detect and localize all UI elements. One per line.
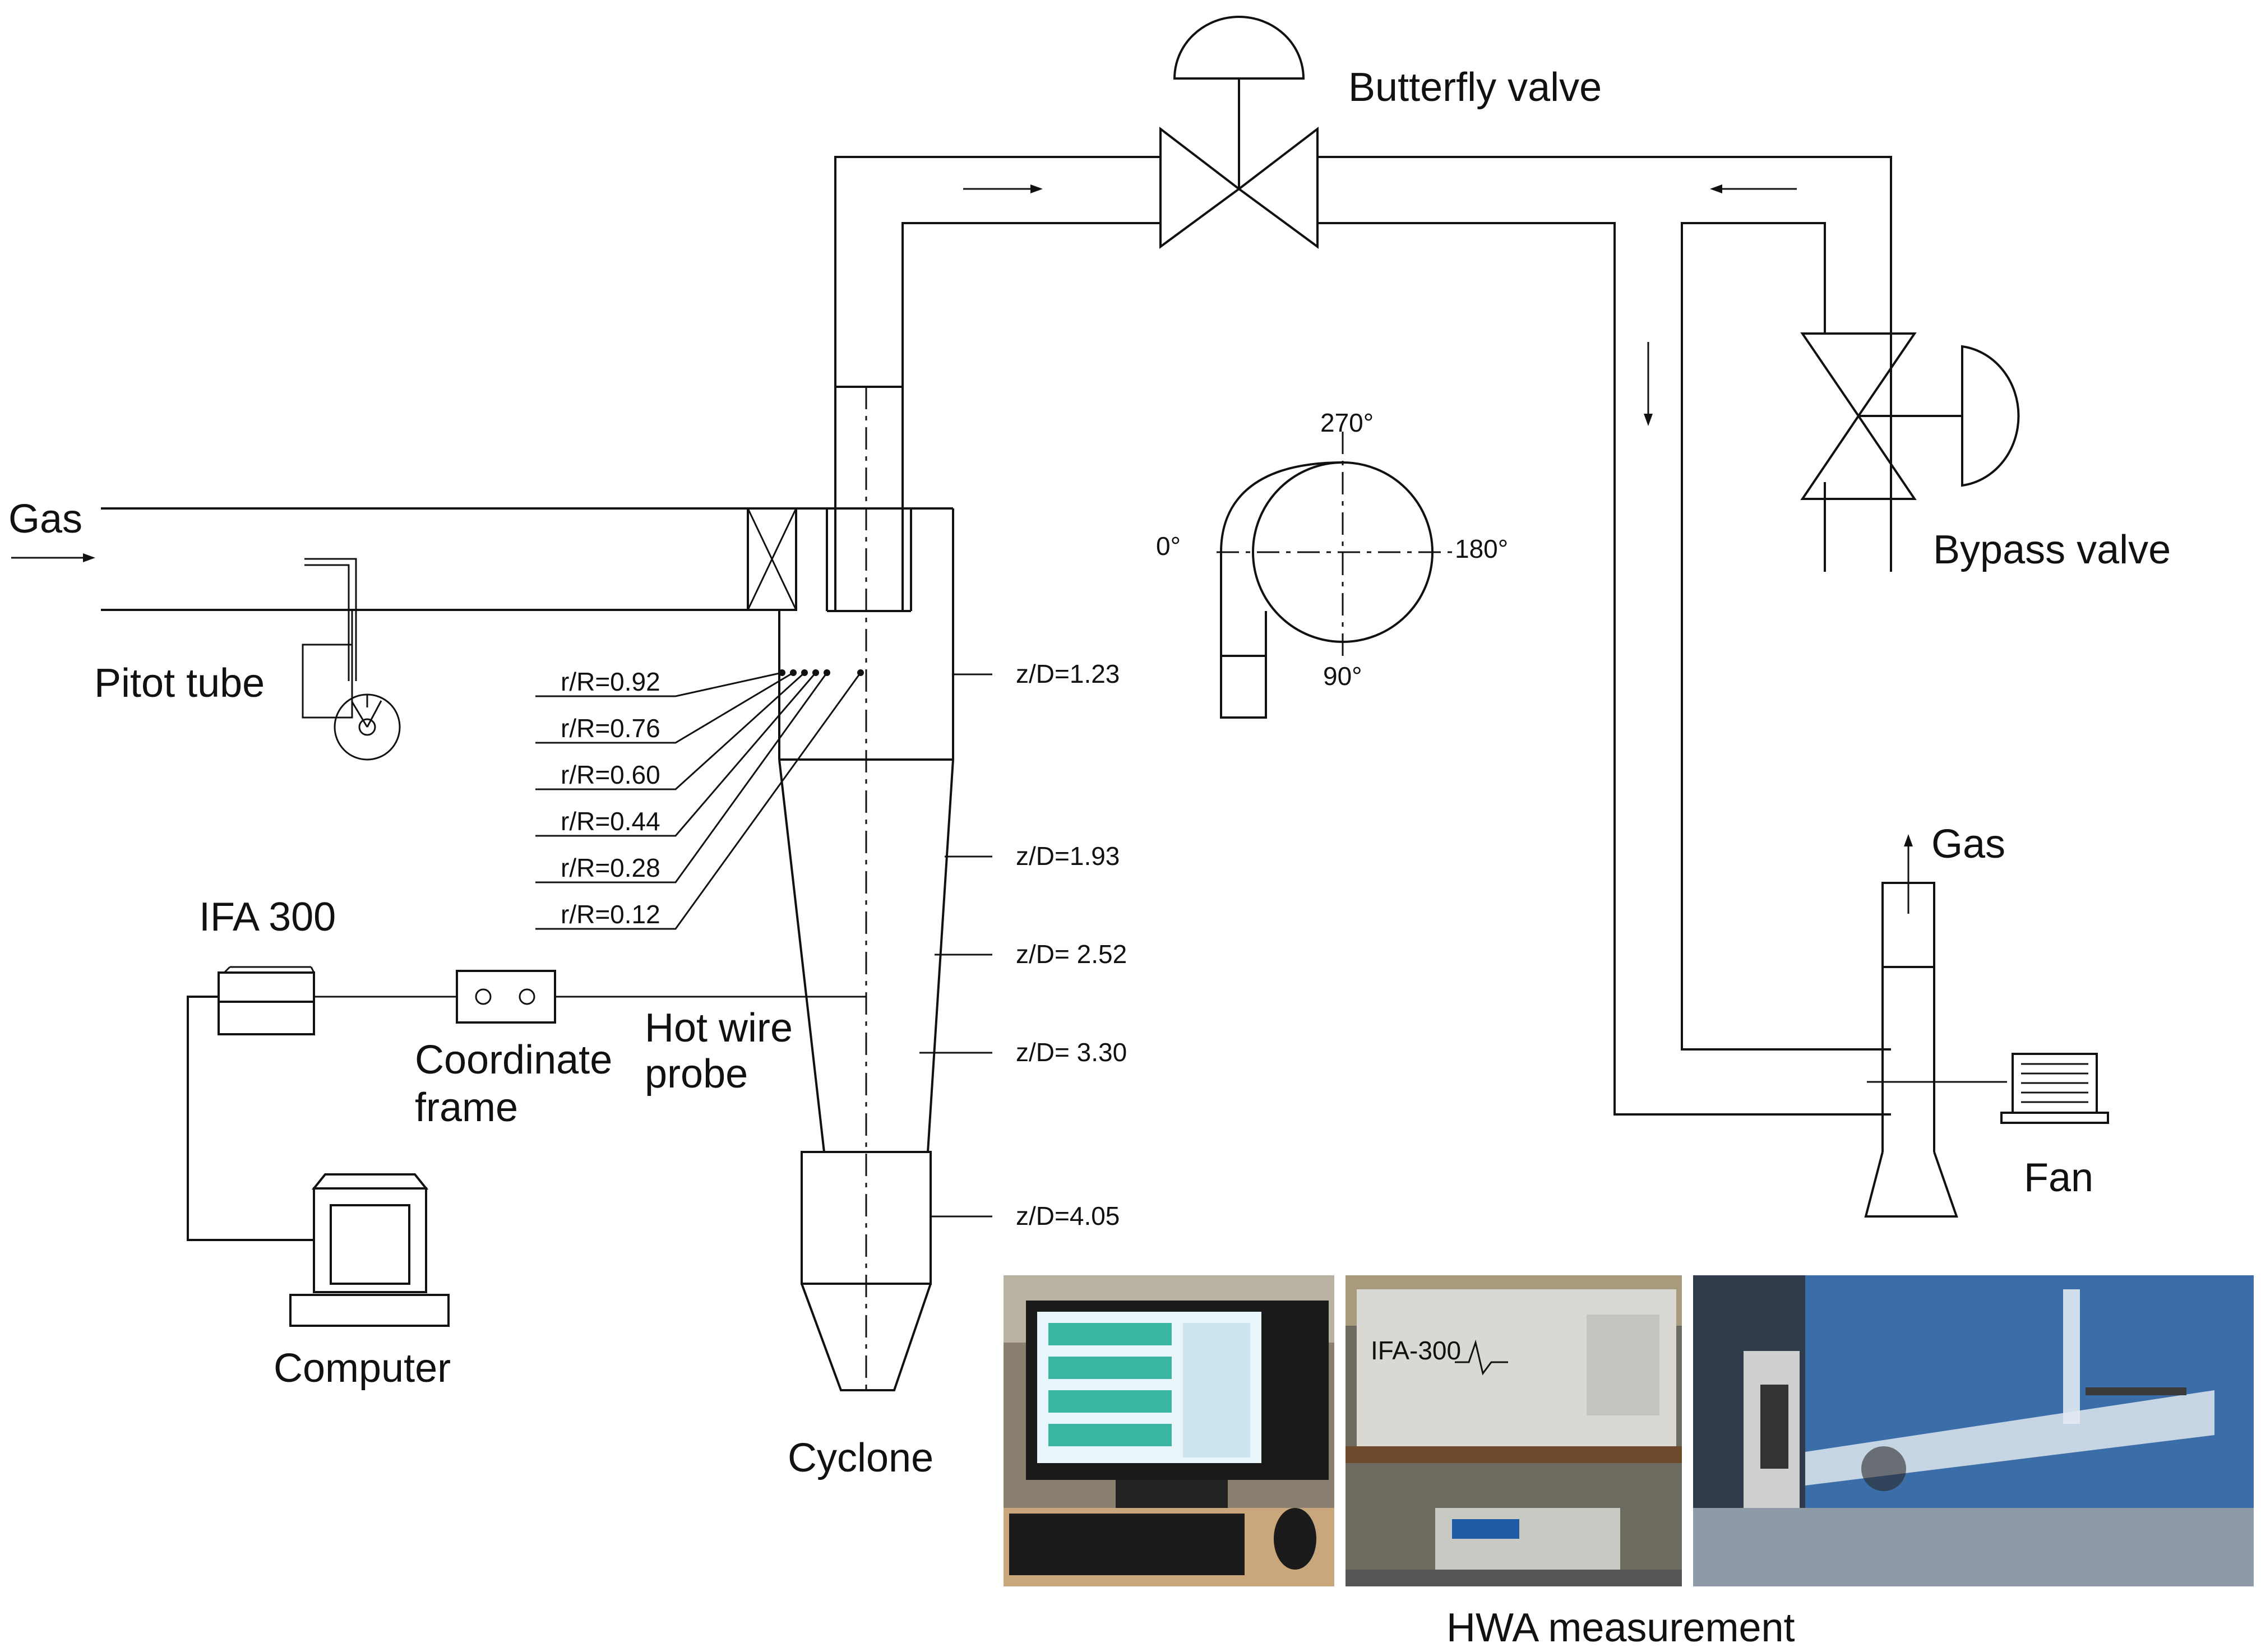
fan-label: Fan xyxy=(2024,1155,2093,1200)
inlet-pipe xyxy=(101,507,830,611)
flow-arrow-top-left xyxy=(963,184,1043,193)
computer-label: Computer xyxy=(274,1346,451,1391)
radial-label-1: r/R=0.76 xyxy=(561,714,660,743)
pitot-tube xyxy=(302,558,401,761)
axial-label-0: z/D=1.23 xyxy=(1016,659,1120,688)
pitot-tube-label: Pitot tube xyxy=(94,661,265,706)
radial-label-2: r/R=0.60 xyxy=(561,760,660,789)
butterfly-valve-label: Butterfly valve xyxy=(1348,65,1602,110)
bypass-valve-label: Bypass valve xyxy=(1933,527,2171,572)
radial-label-4: r/R=0.28 xyxy=(561,853,660,882)
return-pipe xyxy=(1317,156,1892,1116)
computer-icon xyxy=(187,996,450,1327)
cyclone-body xyxy=(778,387,954,1396)
outlet-pipe xyxy=(826,156,1160,612)
coordinate-frame-label-2: frame xyxy=(415,1085,518,1130)
axial-label-3: z/D= 3.30 xyxy=(1016,1038,1127,1067)
fan-motor xyxy=(2000,1053,2109,1124)
angle-180-label: 180° xyxy=(1455,534,1508,563)
gas-inlet-arrow xyxy=(11,553,95,562)
flow-arrow-top-right xyxy=(1710,184,1797,193)
ifa-300-label: IFA 300 xyxy=(199,895,336,940)
ifa-box-label: IFA-300 xyxy=(1371,1336,1461,1365)
coordinate-frame xyxy=(314,970,556,1024)
cyclone-label: Cyclone xyxy=(788,1436,933,1480)
angle-0-label: 0° xyxy=(1156,531,1181,561)
cyclone-section-inset xyxy=(1217,432,1452,719)
angle-270-label: 270° xyxy=(1320,408,1374,437)
ifa-300-unit xyxy=(218,966,315,1035)
hwa-measurement-label: HWA measurement xyxy=(1446,1605,1795,1650)
hot-wire-label-2: probe xyxy=(645,1052,748,1096)
axial-label-4: z/D=4.05 xyxy=(1016,1201,1120,1230)
bypass-valve xyxy=(1800,332,2020,500)
flow-arrow-down xyxy=(1644,342,1653,426)
radial-points xyxy=(779,669,864,676)
axial-leader-lines xyxy=(919,673,992,1218)
butterfly-valve xyxy=(1159,16,1319,249)
gas-outlet-label: Gas xyxy=(1931,822,2005,867)
angle-90-label: 90° xyxy=(1323,661,1362,691)
coordinate-frame-label-1: Coordinate xyxy=(415,1038,612,1082)
radial-label-5: r/R=0.12 xyxy=(561,900,660,929)
fan-stack xyxy=(1864,834,2007,1218)
axial-label-2: z/D= 2.52 xyxy=(1016,940,1127,969)
photo-cyclone-rig xyxy=(1693,1275,2254,1586)
photo-ifa-hardware: IFA-300 xyxy=(1345,1275,1682,1586)
radial-label-0: r/R=0.92 xyxy=(561,667,660,696)
radial-leader-lines xyxy=(535,672,862,930)
radial-label-3: r/R=0.44 xyxy=(561,807,660,836)
gas-inlet-label: Gas xyxy=(8,497,82,542)
photo-computer-screen xyxy=(1004,1275,1334,1586)
axial-label-1: z/D=1.93 xyxy=(1016,841,1120,871)
hot-wire-label-1: Hot wire xyxy=(645,1006,793,1051)
